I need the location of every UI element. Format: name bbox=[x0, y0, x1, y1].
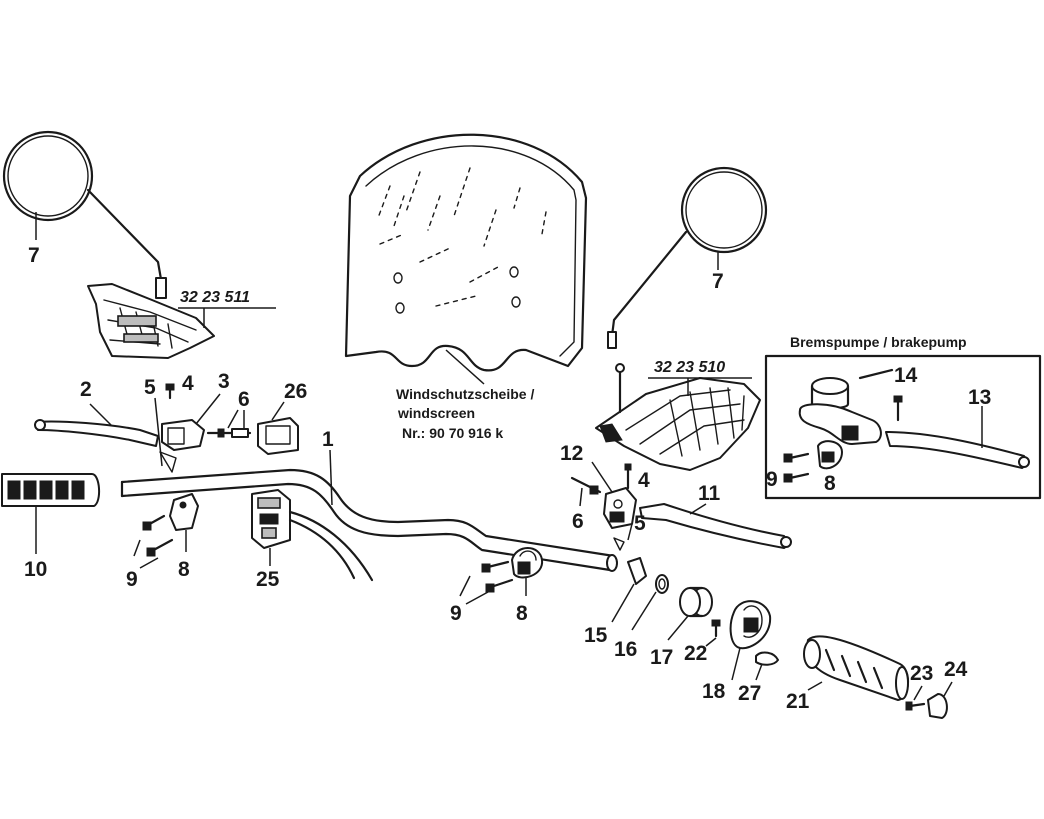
callout-23: 23 bbox=[910, 662, 933, 685]
callout-22: 22 bbox=[684, 642, 707, 665]
right-handguard bbox=[595, 363, 761, 471]
callout-1: 1 bbox=[322, 428, 334, 451]
callout-24: 24 bbox=[944, 658, 968, 681]
brakepump-screws bbox=[783, 452, 810, 483]
left-clamp-screws bbox=[133, 514, 174, 569]
screw-22 bbox=[705, 619, 721, 647]
callout-14: 14 bbox=[894, 364, 918, 387]
left-mirror bbox=[2, 130, 167, 299]
left-handguard-part-number: 32 23 511 bbox=[180, 289, 250, 306]
left-switch-assembly bbox=[251, 489, 374, 582]
callout-4-left: 4 bbox=[182, 372, 194, 395]
callout-6-right: 6 bbox=[572, 510, 584, 533]
callout-27: 27 bbox=[738, 682, 761, 705]
callout-5-right: 5 bbox=[634, 512, 646, 535]
throttle-sleeve-17 bbox=[667, 586, 713, 641]
callout-11: 11 bbox=[698, 482, 721, 505]
callout-25: 25 bbox=[256, 568, 280, 591]
windscreen-caption: Windschutzscheibe / windscreen Nr.: 90 7… bbox=[396, 386, 534, 441]
callout-26: 26 bbox=[284, 380, 307, 403]
left-handguard bbox=[87, 283, 276, 359]
right-handguard-part-number: 32 23 510 bbox=[654, 359, 725, 376]
callout-17: 17 bbox=[650, 646, 673, 669]
right-brake-lever bbox=[639, 503, 792, 549]
bar-end-screw-23 bbox=[905, 685, 926, 711]
callout-15: 15 bbox=[584, 624, 608, 647]
callout-16: 16 bbox=[614, 638, 637, 661]
right-mirror bbox=[607, 166, 768, 349]
windscreen bbox=[344, 133, 588, 385]
washer-16 bbox=[631, 574, 669, 631]
brakepump-lever bbox=[885, 395, 1030, 469]
callout-6-left: 6 bbox=[238, 388, 250, 411]
callout-8-inset: 8 bbox=[824, 472, 836, 495]
left-adjuster-screw bbox=[206, 409, 252, 438]
windscreen-caption-line1: Windschutzscheibe / bbox=[396, 386, 534, 402]
callout-7-left: 7 bbox=[28, 244, 40, 267]
callout-21: 21 bbox=[786, 690, 810, 713]
clip-27 bbox=[755, 651, 779, 681]
throttle-spacer-15 bbox=[611, 557, 647, 623]
callout-2: 2 bbox=[80, 378, 92, 401]
throttle-housing-18 bbox=[729, 600, 772, 681]
right-grip-21 bbox=[803, 635, 909, 701]
brakepump-clamp bbox=[817, 440, 843, 470]
callout-12: 12 bbox=[560, 442, 583, 465]
right-clamp-screws bbox=[459, 560, 514, 605]
brake-master-cylinder bbox=[798, 368, 894, 445]
callout-numbers: 7 7 2 5 4 3 6 26 1 10 9 8 25 12 4 11 6 5… bbox=[24, 244, 991, 713]
callout-18: 18 bbox=[702, 680, 726, 703]
callout-8-left: 8 bbox=[178, 558, 190, 581]
left-lever-bracket bbox=[154, 383, 221, 473]
callout-9-right: 9 bbox=[450, 602, 462, 625]
callout-10: 10 bbox=[24, 558, 47, 581]
part-number-labels: 32 23 511 32 23 510 bbox=[180, 289, 725, 376]
left-clamp bbox=[169, 493, 199, 552]
callout-4-right: 4 bbox=[638, 469, 650, 492]
left-clutch-lever bbox=[34, 403, 159, 447]
windscreen-caption-line3: Nr.: 90 70 916 k bbox=[402, 425, 503, 441]
left-grip bbox=[1, 473, 100, 554]
callout-5-left: 5 bbox=[144, 376, 156, 399]
handlebar bbox=[120, 449, 618, 572]
brakepump-inset bbox=[764, 354, 1042, 500]
windscreen-caption-line2: windscreen bbox=[397, 405, 475, 421]
callout-7-right: 7 bbox=[712, 270, 724, 293]
callout-13: 13 bbox=[968, 386, 991, 409]
right-clamp bbox=[511, 547, 544, 596]
brakepump-title: Bremspumpe / brakepump bbox=[790, 334, 967, 350]
callout-8-right: 8 bbox=[516, 602, 528, 625]
callout-9-inset: 9 bbox=[766, 468, 778, 491]
callout-3: 3 bbox=[218, 370, 230, 393]
bar-end-weight-24 bbox=[927, 681, 953, 719]
callout-9-left: 9 bbox=[126, 568, 138, 591]
right-lever-bracket bbox=[570, 461, 637, 551]
left-switch-cover bbox=[257, 401, 299, 455]
